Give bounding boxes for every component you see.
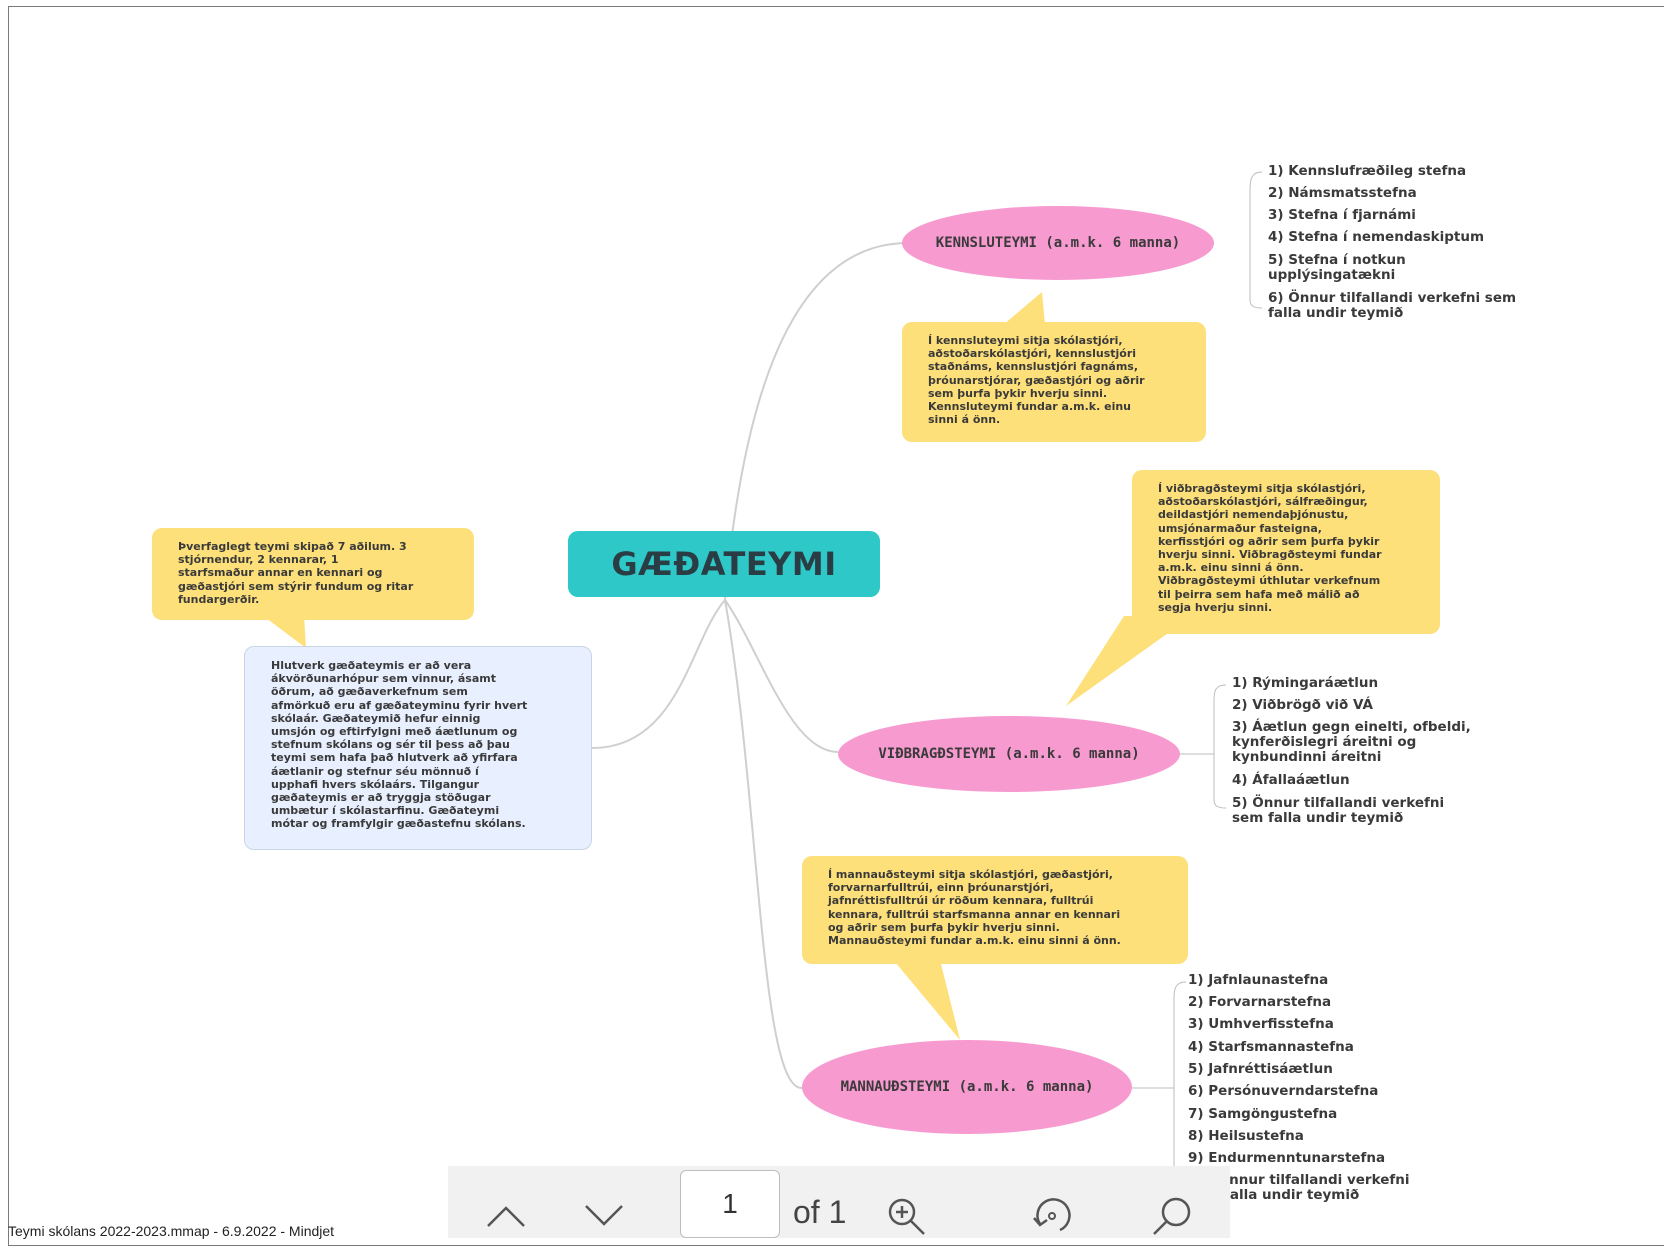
document-footer: Teymi skólans 2022-2023.mmap - 6.9.2022 … — [8, 1223, 335, 1239]
zoom-in-icon[interactable] — [884, 1194, 928, 1238]
connector-mannaudsteymi — [724, 599, 803, 1090]
bracket-kennsluteymi — [1249, 171, 1263, 309]
pdf-toolbar: 1 of 1 — [448, 1166, 1230, 1238]
callout-tail-vidbragdsteymi — [1066, 616, 1192, 706]
list-item[interactable]: 7) Samgöngustefna — [1188, 1106, 1338, 1122]
list-item[interactable]: 3) Stefna í fjarnámi — [1268, 207, 1416, 223]
bracket-vidbragdsteymi — [1213, 684, 1227, 809]
topic-kennsluteymi[interactable]: KENNSLUTEYMI (a.m.k. 6 manna) — [902, 206, 1214, 280]
page-count-label: of 1 — [793, 1194, 847, 1230]
page-number-input[interactable]: 1 — [680, 1170, 780, 1238]
list-item[interactable]: 4) Áfallaáætlun — [1232, 772, 1350, 788]
note-kennsluteymi: Í kennsluteymi sitja skólastjóri,aðstoða… — [902, 322, 1206, 442]
list-item[interactable]: 3) Áætlun gegn einelti, ofbeldi,kynferði… — [1232, 719, 1471, 765]
search-icon[interactable] — [1150, 1194, 1194, 1238]
list-item[interactable]: 1) Rýmingaráætlun — [1232, 675, 1379, 691]
list-item[interactable]: 8) Heilsustefna — [1188, 1128, 1304, 1144]
chevron-down-icon[interactable] — [582, 1194, 626, 1238]
note-mannaudsteymi: Í mannauðsteymi sitja skólastjóri, gæðas… — [802, 856, 1188, 964]
list-item[interactable]: 5) Jafnréttisáætlun — [1188, 1061, 1333, 1077]
chevron-up-icon[interactable] — [484, 1194, 528, 1238]
callout-tail-mannaudsteymi — [880, 944, 960, 1040]
connector-kennsluteymi — [724, 242, 906, 601]
note-vidbragdsteymi: Í viðbragðsteymi sitja skólastjóri,aðsto… — [1132, 470, 1440, 634]
central-topic[interactable]: GÆÐATEYMI — [568, 531, 880, 597]
rotate-icon[interactable] — [1030, 1194, 1074, 1238]
list-item[interactable]: 2) Námsmatsstefna — [1268, 185, 1417, 201]
list-item[interactable]: 1) Jafnlaunastefna — [1188, 972, 1329, 988]
list-item[interactable]: 6) Persónuverndarstefna — [1188, 1083, 1379, 1099]
connector-left-info — [591, 599, 726, 749]
topic-mannaudsteymi[interactable]: MANNAUÐSTEYMI (a.m.k. 6 manna) — [802, 1040, 1132, 1134]
callout-tail-left — [262, 615, 306, 648]
list-item[interactable]: 4) Starfsmannastefna — [1188, 1039, 1354, 1055]
list-item[interactable]: 3) Umhverfisstefna — [1188, 1016, 1334, 1032]
list-item[interactable]: 1) Kennslufræðileg stefna — [1268, 163, 1467, 179]
list-item[interactable]: 4) Stefna í nemendaskiptum — [1268, 229, 1485, 245]
list-item[interactable]: 2) Forvarnarstefna — [1188, 994, 1332, 1010]
list-item[interactable]: 9) Endurmenntunarstefna — [1188, 1150, 1386, 1166]
topic-vidbragdsteymi[interactable]: VIÐBRAGÐSTEYMI (a.m.k. 6 manna) — [838, 716, 1180, 792]
list-item[interactable]: 2) Viðbrögð við VÁ — [1232, 697, 1373, 713]
connector-vidbragdsteymi — [724, 599, 839, 753]
